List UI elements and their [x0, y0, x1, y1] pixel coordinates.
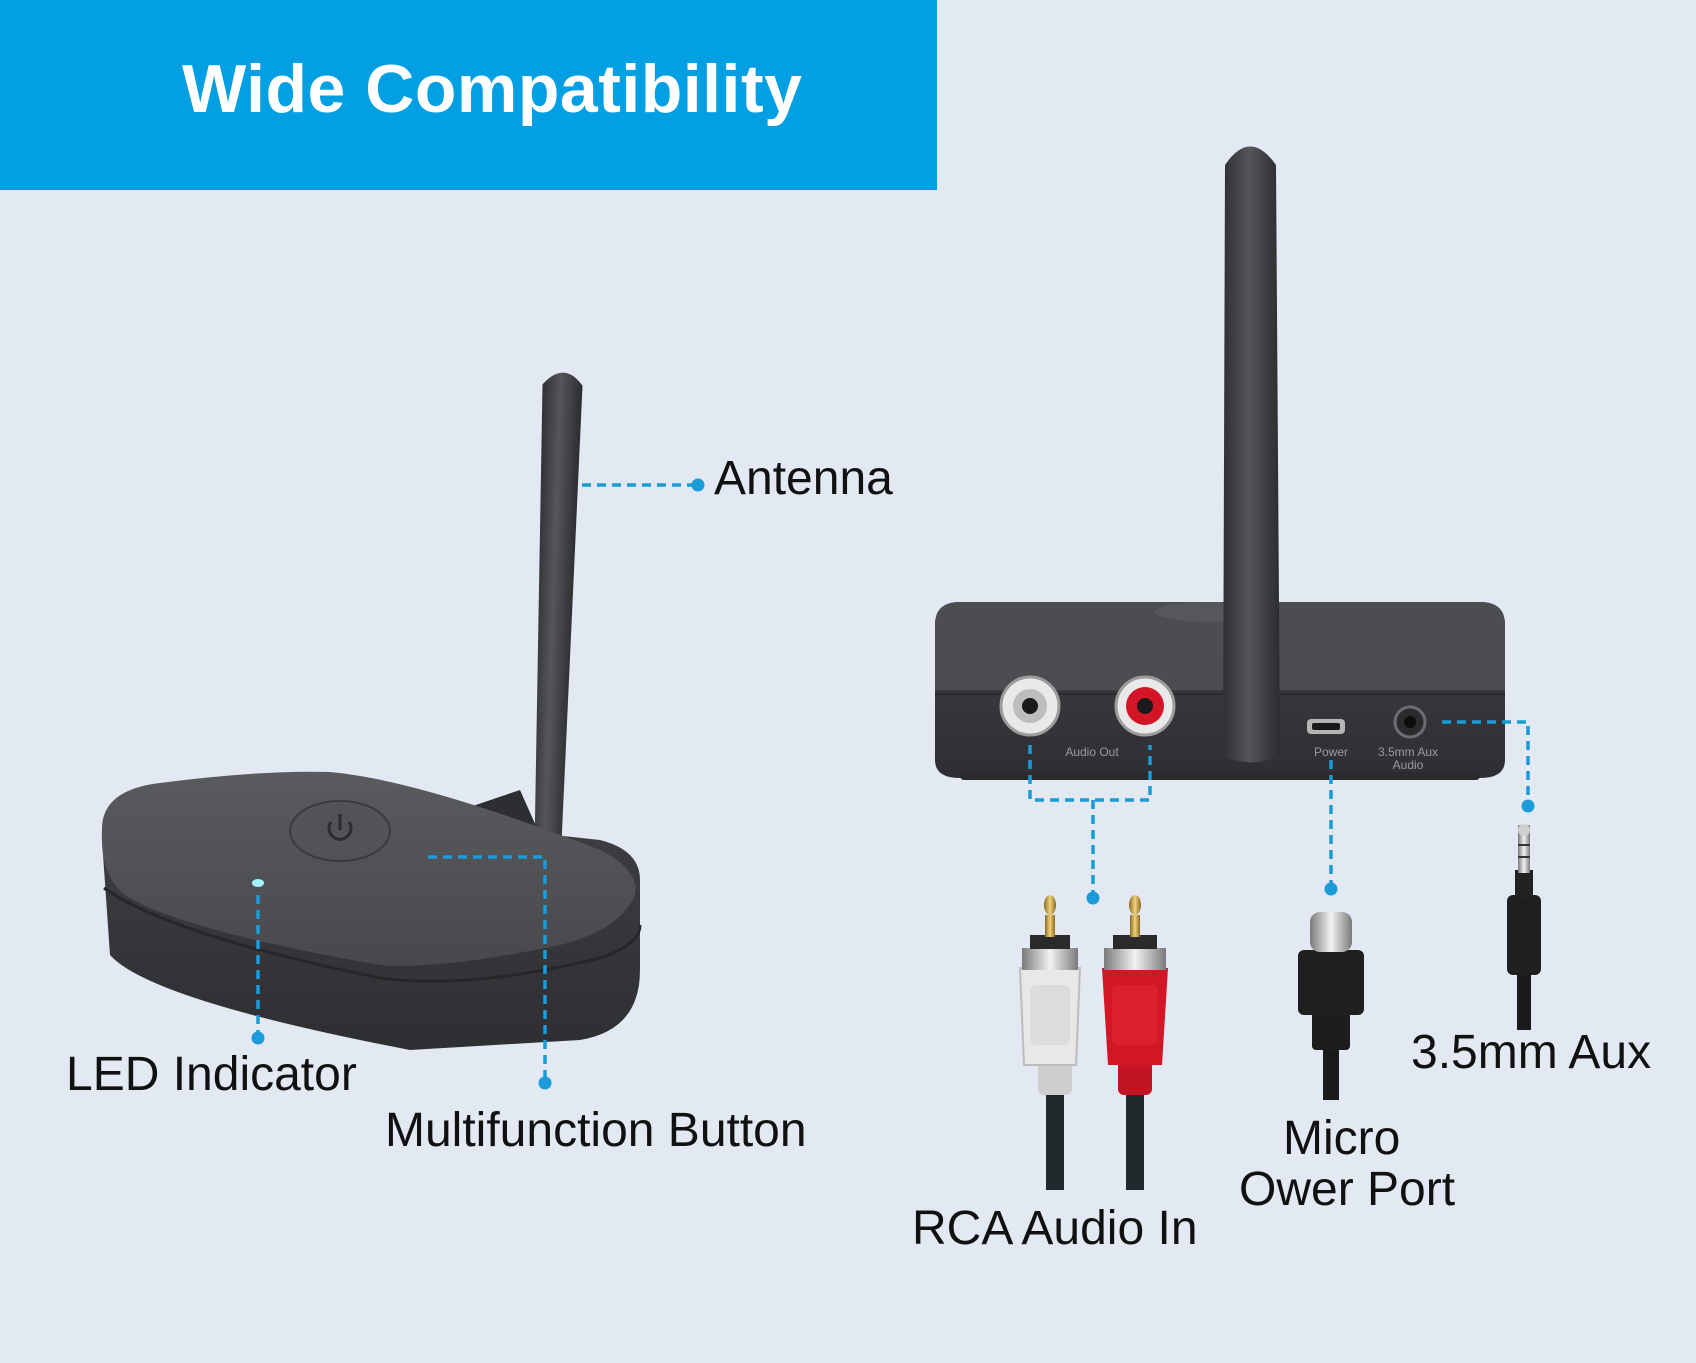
rca-white-jack — [999, 675, 1061, 737]
label-micro-line1: Micro — [1283, 1112, 1401, 1165]
aux-plug — [1507, 824, 1541, 1030]
usb-c-plug — [1298, 912, 1364, 1100]
left-antenna — [534, 372, 583, 843]
label-micro-line2: Ower Port — [1239, 1163, 1456, 1216]
micro-usb-port — [1307, 719, 1345, 734]
aux-port — [1393, 705, 1427, 739]
panel-label-aux-1: 3.5mm Aux — [1378, 745, 1438, 759]
label-aux: 3.5mm Aux — [1411, 1026, 1652, 1079]
rca-red-jack — [1114, 675, 1176, 737]
label-antenna: Antenna — [714, 452, 893, 505]
panel-label-aux-2: Audio — [1393, 758, 1424, 772]
left-callouts — [256, 483, 695, 1080]
right-device: Audio Out Power 3.5mm Aux Audio — [935, 146, 1505, 780]
multifunction-button — [289, 800, 391, 862]
right-callouts — [1028, 720, 1530, 895]
label-multifunction-button: Multifunction Button — [385, 1104, 807, 1157]
rca-white-plug — [1018, 895, 1082, 1190]
power-icon — [327, 814, 353, 841]
label-led-indicator: LED Indicator — [66, 1048, 357, 1101]
page-title: Wide Compatibility — [182, 51, 803, 127]
panel-label-power: Power — [1314, 745, 1348, 759]
title-banner: Wide Compatibility — [0, 0, 937, 190]
left-device — [101, 372, 642, 1050]
led-light — [252, 879, 264, 887]
label-rca-audio-in: RCA Audio In — [912, 1202, 1198, 1255]
right-antenna — [1223, 146, 1280, 763]
rca-red-plug — [1102, 895, 1168, 1190]
panel-label-audio-out: Audio Out — [1065, 745, 1119, 759]
